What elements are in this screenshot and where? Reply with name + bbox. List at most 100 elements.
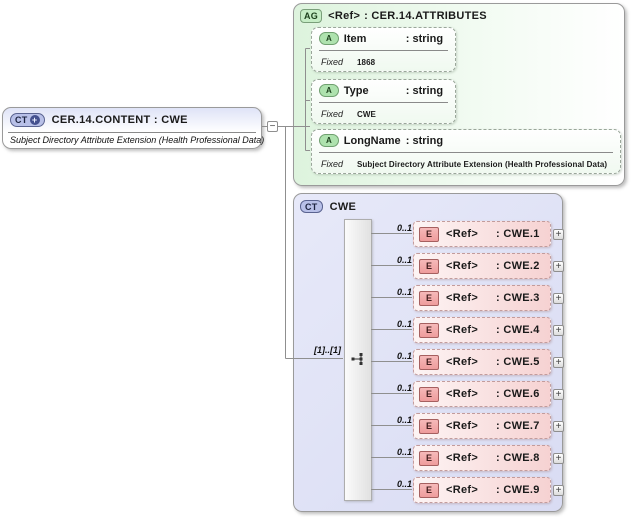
fixed-value: CWE (357, 109, 376, 119)
occurs-label: 0..1 (396, 351, 412, 361)
element-ref-label: <Ref> (446, 292, 479, 304)
attribute-fixed-row: Fixed Subject Directory Attribute Extens… (312, 155, 620, 173)
element-ref-label: <Ref> (446, 420, 479, 432)
element-ref-cwe7[interactable]: E <Ref> : CWE.7 (413, 413, 551, 439)
element-type-label: : CWE.4 (496, 324, 540, 336)
attribute-type: : string (405, 134, 444, 147)
sequence-compositor-icon (351, 353, 363, 365)
expand-toggle[interactable]: + (553, 453, 564, 464)
expand-toggle[interactable]: + (553, 325, 564, 336)
element-row: 0..1 E <Ref> : CWE.4 + (372, 317, 568, 343)
expand-toggle[interactable]: + (553, 293, 564, 304)
element-type-label: : CWE.9 (496, 484, 540, 496)
element-type-label: : CWE.2 (496, 260, 540, 272)
element-badge: E (419, 450, 439, 466)
attribute-group-box: AG <Ref> : CER.14.ATTRIBUTES A Item : st… (293, 3, 625, 186)
content-type-header: CT + CER.14.CONTENT : CWE (10, 112, 188, 128)
attribute-badge: A (319, 32, 339, 45)
attribute-item-box[interactable]: A Item : string Fixed 1868 (311, 27, 456, 72)
attribute-fixed-row: Fixed CWE (312, 105, 455, 123)
attribute-longname-header: A LongName : string (312, 130, 620, 151)
attribute-type: : string (405, 84, 444, 97)
element-ref-cwe6[interactable]: E <Ref> : CWE.6 (413, 381, 551, 407)
attribute-type: : string (405, 32, 444, 45)
element-type-label: : CWE.5 (496, 356, 540, 368)
fixed-value: Subject Directory Attribute Extension (H… (357, 159, 608, 169)
cwe-type-header: CT CWE (300, 199, 356, 214)
attribute-type-box[interactable]: A Type : string Fixed CWE (311, 79, 456, 124)
expand-toggle[interactable]: + (553, 421, 564, 432)
expand-toggle[interactable]: + (553, 357, 564, 368)
content-type-box: CT + CER.14.CONTENT : CWE Subject Direct… (2, 107, 264, 149)
element-row: 0..1 E <Ref> : CWE.9 + (372, 477, 568, 503)
expand-toggle[interactable]: + (553, 229, 564, 240)
element-ref-cwe1[interactable]: E <Ref> : CWE.1 (413, 221, 551, 247)
attribute-group-header: AG <Ref> : CER.14.ATTRIBUTES (300, 8, 487, 24)
fixed-label: Fixed (321, 57, 344, 67)
occurs-label: 0..1 (396, 415, 412, 425)
attribute-group-badge: AG (300, 9, 323, 23)
attribute-group-ref: <Ref> (328, 10, 361, 22)
sequence-cardinality: [1]..[1] (314, 345, 341, 355)
attribute-fixed-row: Fixed 1868 (312, 53, 455, 71)
complex-type-badge-label: CT (15, 115, 28, 125)
element-row: 0..1 E <Ref> : CWE.1 + (372, 221, 568, 247)
element-ref-label: <Ref> (446, 260, 479, 272)
element-row: 0..1 E <Ref> : CWE.8 + (372, 445, 568, 471)
occurs-label: 0..1 (396, 383, 412, 393)
attribute-item-header: A Item : string (312, 28, 455, 49)
element-badge: E (419, 386, 439, 402)
element-type-label: : CWE.6 (496, 388, 540, 400)
complex-type-badge: CT + (10, 113, 45, 127)
divider (319, 102, 448, 103)
cwe-type-title: CWE (329, 200, 357, 213)
divider (319, 152, 613, 153)
element-row: 0..1 E <Ref> : CWE.5 + (372, 349, 568, 375)
element-ref-cwe5[interactable]: E <Ref> : CWE.5 (413, 349, 551, 375)
expand-toggle[interactable]: + (553, 261, 564, 272)
element-ref-cwe3[interactable]: E <Ref> : CWE.3 (413, 285, 551, 311)
occurs-label: 0..1 (396, 255, 412, 265)
element-ref-cwe4[interactable]: E <Ref> : CWE.4 (413, 317, 551, 343)
plus-circle-icon: + (29, 115, 40, 125)
cwe-type-box: CT CWE [1]..[1] 0..1 E <Ref> : CWE.1 + 0… (293, 193, 564, 512)
attribute-longname-box[interactable]: A LongName : string Fixed Subject Direct… (311, 129, 621, 174)
element-ref-label: <Ref> (446, 356, 479, 368)
expand-toggle[interactable]: + (553, 389, 564, 400)
collapse-toggle[interactable]: − (267, 121, 278, 132)
element-ref-label: <Ref> (446, 484, 479, 496)
content-type-title: CER.14.CONTENT : CWE (51, 114, 188, 126)
sequence-bar (344, 219, 372, 501)
element-ref-label: <Ref> (446, 228, 479, 240)
element-ref-cwe2[interactable]: E <Ref> : CWE.2 (413, 253, 551, 279)
occurs-label: 0..1 (396, 447, 412, 457)
element-ref-cwe8[interactable]: E <Ref> : CWE.8 (413, 445, 551, 471)
element-type-label: : CWE.8 (496, 452, 540, 464)
occurs-label: 0..1 (396, 223, 412, 233)
element-ref-label: <Ref> (446, 388, 479, 400)
attribute-name: Item (343, 32, 367, 45)
element-badge: E (419, 322, 439, 338)
complex-type-badge: CT (300, 200, 323, 213)
occurs-label: 0..1 (396, 287, 412, 297)
fixed-label: Fixed (321, 159, 344, 169)
element-badge: E (419, 258, 439, 274)
occurs-label: 0..1 (396, 319, 412, 329)
element-type-label: : CWE.1 (496, 228, 540, 240)
element-row: 0..1 E <Ref> : CWE.7 + (372, 413, 568, 439)
element-ref-label: <Ref> (446, 452, 479, 464)
divider (8, 132, 256, 133)
attribute-type-header: A Type : string (312, 80, 455, 101)
element-row: 0..1 E <Ref> : CWE.3 + (372, 285, 568, 311)
expand-toggle[interactable]: + (553, 485, 564, 496)
element-badge: E (419, 482, 439, 498)
divider (319, 50, 448, 51)
element-type-label: : CWE.3 (496, 292, 540, 304)
element-ref-label: <Ref> (446, 324, 479, 336)
attribute-name: Type (343, 84, 369, 97)
element-badge: E (419, 290, 439, 306)
element-ref-cwe9[interactable]: E <Ref> : CWE.9 (413, 477, 551, 503)
attribute-badge: A (319, 134, 339, 147)
attribute-badge: A (319, 84, 339, 97)
